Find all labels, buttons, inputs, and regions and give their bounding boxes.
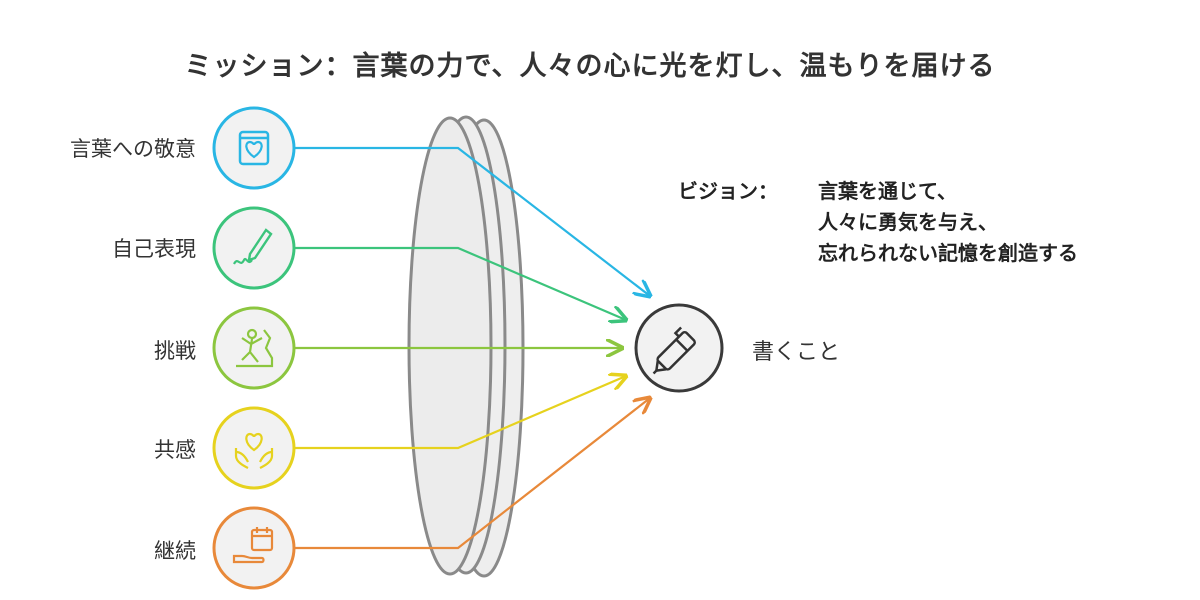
vision-line-3: 忘れられない記憶を創造する	[818, 241, 1078, 265]
value-node	[212, 406, 296, 490]
value-label-empathy: 共感	[154, 438, 196, 462]
pen-signature-icon	[233, 228, 273, 265]
value-node	[212, 306, 296, 390]
heart-book-icon	[238, 130, 270, 166]
value-label-respect: 言葉への敬意	[70, 137, 196, 161]
mission-title: ミッション：言葉の力で、人々の心に光を灯し、温もりを届ける	[184, 51, 996, 82]
connector-arrow	[294, 146, 650, 296]
climber-icon	[236, 328, 274, 368]
connectors	[294, 146, 650, 550]
connector-arrow	[294, 398, 650, 550]
value-label-challenge: 挑戦	[154, 339, 196, 363]
vision-prefix: ビジョン：	[678, 179, 778, 203]
value-node	[212, 106, 296, 190]
connector-arrow	[294, 246, 626, 320]
value-node	[212, 206, 296, 290]
pen-icon	[652, 326, 696, 375]
value-nodes	[212, 106, 296, 590]
calendar-hand-icon	[232, 527, 274, 564]
vision-line-2: 人々に勇気を与え、	[818, 210, 998, 234]
vision-block: ビジョン： 言葉を通じて、 人々に勇気を与え、 忘れられない記憶を創造する	[678, 176, 1078, 265]
center-node	[634, 303, 724, 393]
heart-hands-icon	[234, 432, 274, 469]
vision-lines: 言葉を通じて、 人々に勇気を与え、 忘れられない記憶を創造する	[818, 176, 1078, 269]
vision-line-1: 言葉を通じて、	[818, 179, 957, 203]
connector-arrow	[294, 376, 626, 450]
value-label-continuity: 継続	[154, 539, 196, 563]
center-label: 書くこと	[752, 340, 841, 365]
value-node	[212, 506, 296, 590]
value-label-self-expression: 自己表現	[112, 237, 196, 261]
